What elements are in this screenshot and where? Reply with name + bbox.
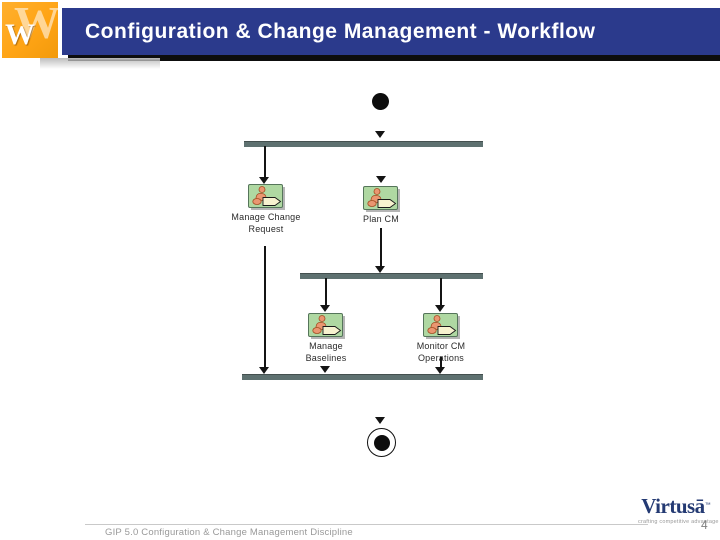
company-w-logo: W W: [2, 2, 58, 58]
activity-label-manage-baselines: Manage Baselines: [305, 341, 347, 363]
virtusa-logo: Virtusā™ crafting competitive advantage: [638, 494, 719, 525]
connector-fork-to-manage-change-request: [264, 146, 266, 177]
activity-label-manage-change-request: Manage Change Request: [231, 212, 301, 234]
arrowhead-to-manage-baselines: [320, 305, 330, 312]
sync-bar-middle: [300, 273, 483, 279]
header-shadow: [68, 55, 720, 61]
arrowhead-into-join-left: [259, 367, 269, 374]
arrowhead-to-end: [375, 417, 385, 424]
end-node: [367, 428, 396, 457]
worker-activity-icon: [248, 184, 285, 210]
arrowhead-to-monitor-cm: [435, 305, 445, 312]
arrowhead-to-manage-change-request: [259, 177, 269, 184]
logo-shadow: [40, 58, 160, 69]
arrowhead-baselines-into-join: [320, 366, 330, 373]
worker-activity-icon: [363, 186, 400, 212]
footer-divider: [85, 524, 648, 525]
worker-activity-icon: [308, 313, 345, 339]
slide-title: Configuration & Change Management - Work…: [85, 19, 596, 43]
connector-fork2-to-monitor-cm: [440, 278, 442, 305]
sync-bar-top: [244, 141, 483, 147]
page-number: 4: [701, 518, 708, 532]
arrowhead-into-fork2: [375, 266, 385, 273]
arrowhead-to-plan-cm: [376, 176, 386, 183]
connector-monitor-cm-to-join: [440, 357, 442, 368]
arrowhead-monitor-into-join: [435, 367, 445, 374]
sync-bar-bottom: [242, 374, 483, 380]
header-bar: Configuration & Change Management - Work…: [62, 8, 720, 55]
virtusa-tagline: crafting competitive advantage: [638, 519, 719, 525]
connector-fork2-to-manage-baselines: [325, 278, 327, 305]
arrowhead-start-to-fork: [375, 131, 385, 138]
connector-plan-cm-to-fork2: [380, 228, 382, 266]
w-monogram-back: W: [14, 2, 58, 48]
trademark-symbol: ™: [704, 502, 711, 509]
footer-text: GIP 5.0 Configuration & Change Managemen…: [105, 527, 353, 538]
w-monogram-front: W: [5, 18, 35, 51]
activity-label-plan-cm: Plan CM: [363, 214, 399, 224]
end-node-core: [373, 434, 390, 451]
worker-activity-icon: [423, 313, 460, 339]
start-node: [372, 93, 389, 110]
connector-manage-change-request-to-join: [264, 246, 266, 367]
virtusa-logotype: Virtusā: [641, 494, 705, 518]
